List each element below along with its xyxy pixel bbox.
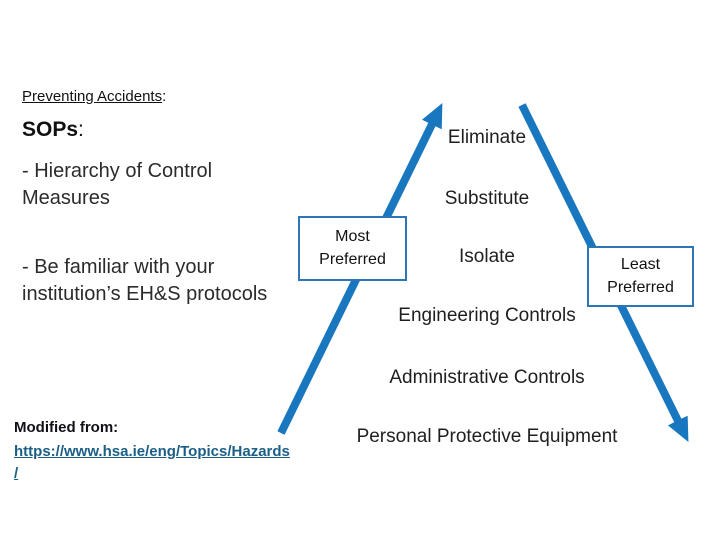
modified-from-label: Modified from: xyxy=(14,419,119,436)
most-preferred-label: Most Preferred xyxy=(319,228,386,268)
sops-colon: : xyxy=(78,118,84,141)
most-preferred-box: Most Preferred xyxy=(298,216,407,281)
bullet-hierarchy-of-control: - Hierarchy of Control Measures xyxy=(22,160,213,209)
sops-heading: SOPs: xyxy=(22,118,84,142)
level-eliminate: Eliminate xyxy=(447,127,527,148)
source-hyperlink-line1[interactable]: https://www.hsa.ie/eng/Topics/Hazards xyxy=(14,443,290,460)
bullet-be-familiar: - Be familiar with your institution’s EH… xyxy=(22,256,268,305)
preventing-accidents-colon: : xyxy=(162,88,167,105)
sops-text: SOPs xyxy=(22,118,79,141)
preventing-accidents-text: Preventing Accidents xyxy=(22,88,163,105)
level-administrative-controls: Administrative Controls xyxy=(389,367,585,388)
level-substitute: Substitute xyxy=(444,188,530,209)
level-isolate: Isolate xyxy=(459,246,515,267)
least-preferred-label: Least Preferred xyxy=(607,256,674,296)
level-engineering-controls: Engineering Controls xyxy=(398,305,576,326)
source-hyperlink[interactable]: https://www.hsa.ie/eng/Topics/Hazards / xyxy=(14,441,290,485)
preventing-accidents-heading: Preventing Accidents: xyxy=(22,88,166,105)
least-preferred-box: Least Preferred xyxy=(587,246,694,307)
level-personal-protective-equipment: Personal Protective Equipment xyxy=(356,426,618,447)
source-hyperlink-line2[interactable]: / xyxy=(14,464,19,482)
